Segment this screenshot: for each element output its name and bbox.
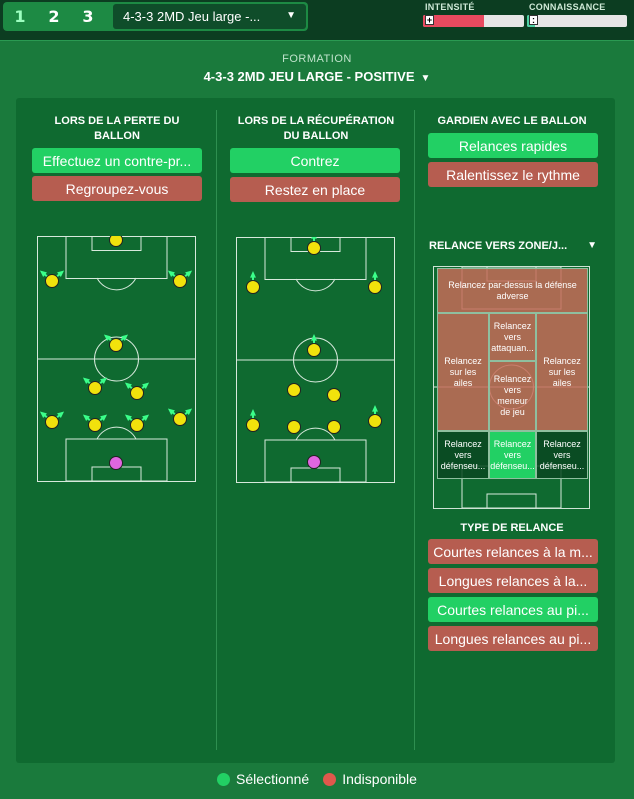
distribution-zones: Relancez par-dessus la défense adverse R… (433, 266, 590, 509)
knowledge-icon: : (529, 15, 538, 25)
loss-title-line-2: BALLON (94, 130, 140, 142)
chevron-down-icon: ▼ (286, 10, 296, 21)
player-marker (173, 412, 187, 426)
tactic-tabs: 1 2 3 4-3-3 2MD Jeu large -... ▼ (3, 2, 308, 31)
player-marker (45, 415, 59, 429)
loss-pitch (37, 236, 196, 482)
plus-icon: + (425, 15, 434, 25)
knowledge-label: CONNAISSANCE (529, 2, 606, 12)
selected-dot-icon (217, 772, 231, 786)
column-divider (216, 110, 217, 750)
player-marker (307, 343, 321, 357)
distribution-type-title: TYPE DE RELANCE (460, 522, 564, 534)
player-marker (287, 383, 301, 397)
recovery-title: LORS DE LA RÉCUPÉRATION DU BALLON (228, 114, 404, 144)
formation-select[interactable]: 4-3-3 2MD JEU LARGE - POSITIVE ▼ (0, 69, 634, 84)
slow-pace-button[interactable]: Ralentissez le rythme (428, 162, 598, 187)
regroup-button[interactable]: Regroupez-vous (32, 176, 202, 201)
legend-unavailable-label: Indisponible (342, 771, 417, 787)
tab-tactic-2[interactable]: 2 (48, 7, 60, 26)
short-fullback-button[interactable]: Courtes relances à la m... (428, 539, 598, 564)
player-marker (246, 280, 260, 294)
player-marker (130, 418, 144, 432)
goalkeeper-title: GARDIEN AVEC LE BALLON (437, 115, 587, 127)
legend-selected: Sélectionné (217, 771, 309, 787)
short-cb-button[interactable]: Courtes relances au pi... (428, 597, 598, 622)
player-marker (327, 388, 341, 402)
long-cb-button[interactable]: Longues relances au pi... (428, 626, 598, 651)
loss-title: LORS DE LA PERTE DU BALLON (36, 114, 198, 144)
zone-playmaker[interactable]: Relancez vers meneur de jeu (489, 361, 536, 431)
intensity-meter: + (423, 15, 524, 27)
zone-over-defence[interactable]: Relancez par-dessus la défense adverse (437, 268, 588, 313)
intensity-label: INTENSITÉ (425, 2, 475, 12)
column-divider (414, 110, 415, 750)
chevron-down-icon: ▼ (587, 240, 597, 251)
tactic-select-value: 4-3-3 2MD Jeu large -... (123, 9, 261, 24)
transition-panel: LORS DE LA PERTE DU BALLON Effectuez un … (16, 98, 615, 763)
intensity-fill (423, 15, 484, 27)
recovery-title-line-2: DU BALLON (283, 130, 349, 142)
formation-label: FORMATION (282, 53, 352, 65)
long-fullback-button[interactable]: Longues relances à la... (428, 568, 598, 593)
goalkeeper-marker (109, 456, 123, 470)
tab-tactic-3[interactable]: 3 (82, 7, 94, 26)
legend-unavailable: Indisponible (323, 771, 417, 787)
knowledge-meter: : (527, 15, 627, 27)
zone-flanks-right[interactable]: Relancez sur les ailes (536, 313, 588, 431)
player-marker (327, 420, 341, 434)
legend-selected-label: Sélectionné (236, 771, 310, 787)
top-bar: 1 2 3 4-3-3 2MD Jeu large -... ▼ INTENSI… (0, 0, 634, 36)
player-marker (368, 280, 382, 294)
zone-flanks-left[interactable]: Relancez sur les ailes (437, 313, 489, 431)
chevron-down-icon: ▼ (420, 73, 431, 84)
player-marker (173, 274, 187, 288)
distribute-quickly-button[interactable]: Relances rapides (428, 133, 598, 158)
zone-defender-right[interactable]: Relancez vers défenseu... (536, 431, 588, 479)
player-marker (307, 241, 321, 255)
player-marker (368, 414, 382, 428)
formation-name: 4-3-3 2MD JEU LARGE - POSITIVE (203, 69, 415, 84)
distribution-zone-title: RELANCE VERS ZONE/J... (429, 240, 568, 252)
counter-press-button[interactable]: Effectuez un contre-pr... (32, 148, 202, 173)
recovery-title-line-1: LORS DE LA RÉCUPÉRATION (237, 115, 395, 127)
player-marker (109, 236, 123, 247)
counter-attack-button[interactable]: Contrez (230, 148, 400, 173)
player-marker (287, 420, 301, 434)
player-marker (88, 381, 102, 395)
zone-defender-left[interactable]: Relancez vers défenseu... (437, 431, 489, 479)
player-marker (109, 338, 123, 352)
zone-defender-center[interactable]: Relancez vers défenseu... (489, 431, 536, 479)
player-marker (130, 386, 144, 400)
zone-target-forward[interactable]: Relancez vers attaquan... (489, 313, 536, 361)
player-marker (45, 274, 59, 288)
player-marker (246, 418, 260, 432)
goalkeeper-marker (307, 455, 321, 469)
tab-tactic-1[interactable]: 1 (14, 7, 26, 26)
loss-title-line-1: LORS DE LA PERTE DU (54, 115, 180, 127)
legend: Sélectionné Indisponible (0, 771, 634, 787)
recovery-pitch (236, 237, 395, 483)
distribution-zone-select[interactable]: RELANCE VERS ZONE/J... ▼ (429, 240, 599, 252)
hold-shape-button[interactable]: Restez en place (230, 177, 400, 202)
tactic-select[interactable]: 4-3-3 2MD Jeu large -... ▼ (113, 4, 306, 29)
main-panel: FORMATION 4-3-3 2MD JEU LARGE - POSITIVE… (0, 40, 634, 799)
player-marker (88, 418, 102, 432)
unavailable-dot-icon (323, 772, 337, 786)
